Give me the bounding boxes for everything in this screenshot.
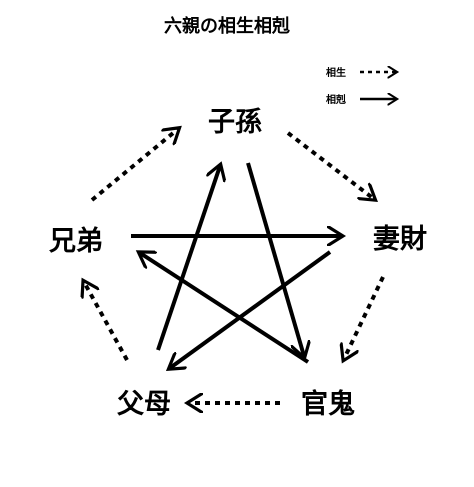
legend: 相生 相剋 — [326, 66, 396, 106]
controlling-arrow-wealth-to-parents — [170, 250, 332, 368]
node-siblings: 兄弟 — [48, 226, 103, 257]
node-offspring: 子孫 — [208, 106, 262, 138]
controlling-arrows — [131, 163, 341, 368]
generating-arrow-siblings-to-offspring — [90, 129, 178, 202]
legend-controlling-label: 相剋 — [326, 93, 346, 106]
node-wealth: 妻財 — [373, 224, 427, 255]
node-officer: 官鬼 — [301, 388, 355, 420]
generating-arrow-parents-to-siblings — [84, 282, 129, 361]
nodes: 子孫 妻財 官鬼 父母 兄弟 — [48, 106, 427, 420]
controlling-arrow-parents-to-offspring — [156, 166, 220, 351]
node-parents: 父母 — [117, 389, 171, 420]
legend-generating-label: 相生 — [326, 66, 346, 79]
controlling-arrow-offspring-to-officer — [246, 162, 304, 356]
generating-arrows — [84, 129, 385, 403]
generating-arrow-offspring-to-wealth — [286, 131, 374, 199]
generating-arrow-wealth-to-officer — [344, 276, 385, 359]
diagram-title: 六親の相生相剋 — [164, 15, 290, 37]
controlling-arrow-officer-to-siblings — [140, 253, 310, 364]
